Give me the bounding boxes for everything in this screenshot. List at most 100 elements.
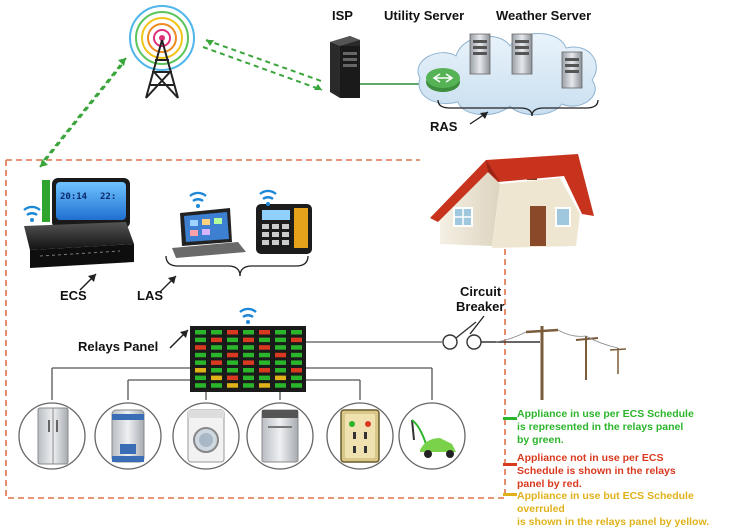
relay-light [275,383,286,388]
relay-light [259,345,270,350]
relay-light [227,375,238,381]
legend-red-line: Schedule is shown in the relays [517,465,676,477]
ras-label: RAS [430,119,458,134]
legend-green-line: is represented in the relays panel [517,421,684,433]
legend-red-line: panel by red. [517,478,582,490]
relay-light [211,360,222,365]
relay-light [291,330,302,335]
appliance-water-heater [94,402,162,470]
relay-light [227,383,238,388]
relay-light [195,375,206,381]
relay-light [291,383,302,388]
relay-light [195,383,206,388]
relay-light [227,345,238,350]
relay-light [211,345,222,350]
electric-car-icon [411,419,456,458]
relays-panel-icon [190,326,306,392]
relay-light [243,375,254,381]
isp-server-icon [330,36,360,98]
circuit-breaker-icon [442,321,540,350]
weather-server-label: Weather Server [496,8,592,23]
relay-light [211,368,222,373]
wiring [51,341,442,400]
ecs-display-right: 22: [100,192,117,202]
relay-light [195,337,206,343]
relay-light [227,352,238,358]
relay-light [243,360,254,365]
relays-panel-label: Relays Panel [78,339,159,354]
router-icon [426,68,460,92]
appliance-electric-car [398,402,466,470]
relay-light [275,360,286,365]
relay-light [275,345,286,350]
relay-light [211,375,222,381]
relay-light [275,375,286,381]
relay-light [211,383,222,388]
cell-tower-icon [129,5,195,99]
relay-light [291,337,302,343]
relay-light [195,330,206,335]
relay-light [243,330,254,335]
relay-light [195,360,206,365]
relay-light [195,368,206,373]
local-network-boundary [5,159,506,499]
relay-light [259,337,270,343]
keypad-wifi-icon [259,189,277,206]
relay-light [227,360,238,365]
legend-red-line: Appliance not in use per ECS [517,452,664,464]
weather-server-icon [511,33,533,75]
appliance-washing-machine [172,402,240,470]
relay-light [259,368,270,373]
legend-yellow-line: is shown in the relays panel by yellow. [517,516,710,528]
relay-light [243,337,254,343]
las-label: LAS [137,288,163,303]
relay-light [259,352,270,358]
relay-light [275,352,286,358]
relay-light [227,368,238,373]
relay-light [291,375,302,381]
laptop-icon [172,208,246,258]
appliance-outlet [326,402,394,470]
relay-light [275,337,286,343]
ecs-device-icon [24,178,134,268]
relay-light [243,383,254,388]
relay-light [291,360,302,365]
isp-label: ISP [332,8,353,23]
ecs-display-left: 20:14 [60,192,88,202]
ecs-wifi-icon [23,205,41,222]
relay-light [227,337,238,343]
legend-yellow-line: overruled [517,503,565,515]
circuit-breaker-label-line2: Breaker [456,299,505,314]
relay-light [243,368,254,373]
relay-light [211,330,222,335]
utility-pole-icon [495,326,627,400]
ecs-label: ECS [60,288,87,303]
legend-green: Appliance in use per ECS Schedule is rep… [517,408,694,447]
dishwasher-icon [261,409,299,463]
laptop-wifi-icon [189,191,207,208]
server-icon [561,51,583,89]
fridge-icon [37,407,69,465]
appliance-dishwasher [246,402,314,470]
circuit-breaker-label-line1: Circuit [460,284,502,299]
relay-light [211,352,222,358]
relay-light [227,330,238,335]
relay-light [211,337,222,343]
las-brace [159,255,309,293]
relay-light [259,360,270,365]
legend-green-line: Appliance in use per ECS Schedule [517,408,694,420]
relay-light [291,352,302,358]
relay-light [243,352,254,358]
relay-light [259,375,270,381]
relay-light [291,368,302,373]
legend-yellow: Appliance in use but ECS Schedule overru… [517,490,709,529]
legend-yellow-line: Appliance in use but ECS Schedule [517,490,694,502]
water-heater-icon [111,409,145,463]
legend-green-line: by green. [517,434,564,446]
relay-light [291,345,302,350]
keypad-terminal-icon [256,204,312,254]
wireless-links [39,39,325,168]
legend-markers [503,417,517,496]
